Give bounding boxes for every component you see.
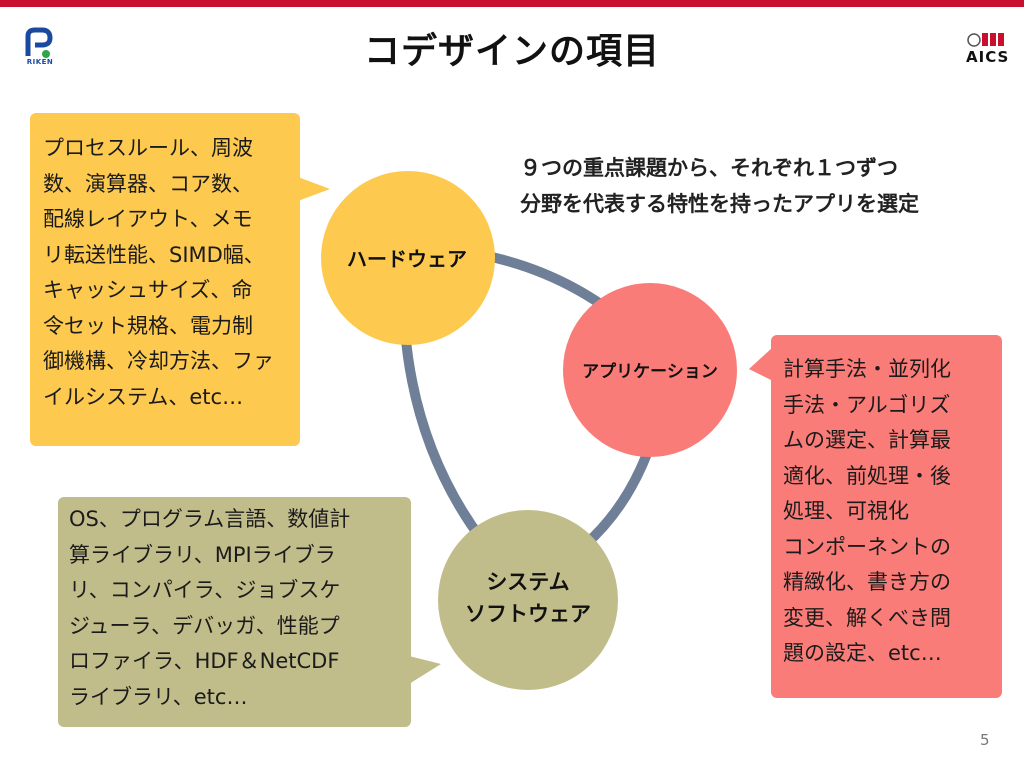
callout-line: 処理、可視化 (783, 499, 909, 523)
page-number: 5 (980, 731, 990, 749)
callout-line: ジューラ、デバッガ、性能プ (69, 613, 340, 638)
callout-line: 令セット規格、電力制 (43, 313, 253, 338)
application-callout: 計算手法・並列化 手法・アルゴリズ ムの選定、計算最 適化、前処理・後 処理、可… (771, 335, 1002, 698)
hardware-callout-pointer (298, 177, 330, 201)
slide-title: コデザインの項目 (363, 31, 660, 72)
connector-hw-sys (400, 329, 487, 543)
callout-line: 変更、解くべき問 (783, 605, 951, 630)
callout-line: イルシステム、etc… (43, 384, 244, 409)
application-node-label: アプリケーション (582, 362, 718, 382)
aics-logo-text: AICS (966, 48, 1010, 66)
system-software-callout: OS、プログラム言語、数値計 算ライブラリ、MPIライブラ リ、コンパイラ、ジョ… (58, 497, 411, 727)
aics-logo-icon (967, 33, 1004, 47)
selection-note: ９つの重点課題から、それぞれ１つずつ 分野を代表する特性を持ったアプリを選定 (520, 150, 1010, 222)
callout-line: 配線レイアウト、メモ (43, 207, 253, 231)
callout-line: 精緻化、書き方の (783, 570, 951, 594)
callout-line: 題の設定、etc… (783, 641, 942, 665)
callout-line: ムの選定、計算最 (783, 428, 951, 452)
top-accent-bar (0, 0, 1024, 7)
callout-line: 算ライブラリ、MPIライブラ (69, 542, 336, 567)
hardware-node-label: ハードウェア (347, 247, 467, 271)
riken-logo-text: RIKEN (26, 58, 54, 66)
hardware-node (321, 171, 495, 345)
callout-line: キャッシュサイズ、命 (43, 278, 253, 302)
application-node (563, 283, 737, 457)
riken-logo-icon (25, 27, 53, 58)
note-line: 分野を代表する特性を持ったアプリを選定 (520, 192, 919, 216)
callout-line: ロファイラ、HDF＆NetCDF (69, 649, 340, 673)
system-label-line: システム (486, 570, 570, 594)
callout-line: リ、コンパイラ、ジョブスケ (69, 578, 341, 602)
application-callout-pointer (749, 347, 773, 381)
callout-line: プロセスルール、周波 (43, 136, 253, 160)
system-software-node-label: システム ソフトウェア (438, 566, 618, 630)
callout-line: コンポーネントの (783, 534, 951, 559)
hardware-callout: プロセスルール、周波 数、演算器、コア数、 配線レイアウト、メモ リ転送性能、S… (30, 113, 300, 446)
system-software-node (438, 510, 618, 690)
callout-line: 手法・アルゴリズ (783, 392, 951, 417)
callout-line: ライブラリ、etc… (69, 684, 248, 709)
callout-line: 御機構、冷却方法、ファ (43, 349, 274, 373)
callout-line: 計算手法・並列化 (783, 357, 951, 381)
callout-line: 数、演算器、コア数、 (43, 171, 253, 196)
system-callout-pointer (409, 656, 441, 684)
callout-line: OS、プログラム言語、数値計 (69, 507, 351, 531)
note-line: ９つの重点課題から、それぞれ１つずつ (520, 156, 898, 180)
callout-line: リ転送性能、SIMD幅、 (43, 242, 265, 267)
system-label-line: ソフトウェア (465, 602, 591, 626)
callout-line: 適化、前処理・後 (783, 463, 951, 488)
